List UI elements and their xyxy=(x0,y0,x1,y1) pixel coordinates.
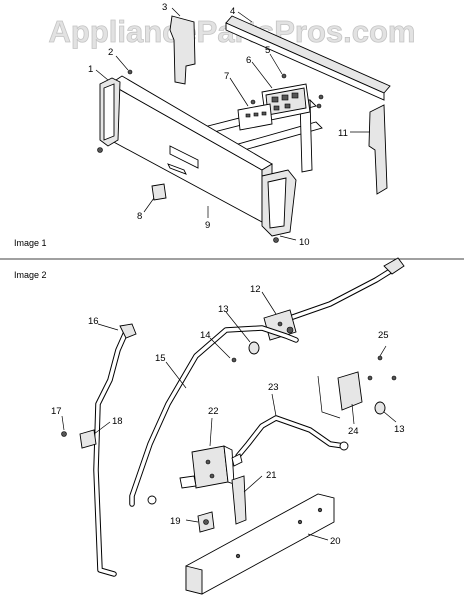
part-lower-rail xyxy=(185,493,335,595)
part-main-gas-tube xyxy=(287,257,405,321)
part-electronic-control xyxy=(261,83,311,122)
part-valve-22 xyxy=(179,445,243,489)
callout-4: 4 xyxy=(230,6,235,17)
leaders-image-2 xyxy=(61,291,397,541)
part-fitting-13-upper xyxy=(231,341,260,363)
callout-8: 8 xyxy=(137,211,142,222)
callout-21: 21 xyxy=(266,470,277,481)
part-valve-19 xyxy=(197,511,215,533)
leaders-image-1 xyxy=(95,7,370,241)
callout-18: 18 xyxy=(112,416,123,427)
part-end-cap-left xyxy=(97,77,121,153)
part-top-trim xyxy=(225,15,391,101)
callout-16: 16 xyxy=(88,316,99,327)
callout-5: 5 xyxy=(265,45,270,56)
part-clip-18 xyxy=(79,429,97,449)
part-overlay-plate xyxy=(237,103,273,131)
callout-13: 13 xyxy=(218,304,229,315)
callout-17: 17 xyxy=(51,406,62,417)
callout-20: 20 xyxy=(330,536,341,547)
part-tube-16 xyxy=(93,323,137,577)
callout-1: 1 xyxy=(88,64,93,75)
part-bracket-24 xyxy=(317,355,397,419)
callout-23: 23 xyxy=(268,382,279,393)
screws-image-1 xyxy=(127,69,324,109)
panel-label-image-2: Image 2 xyxy=(14,270,47,280)
callout-7: 7 xyxy=(224,71,229,82)
callout-19: 19 xyxy=(170,516,181,527)
part-knob-clip xyxy=(151,183,167,201)
callout-12: 12 xyxy=(250,284,261,295)
callout-14: 14 xyxy=(200,330,211,341)
callout-13-right: 13 xyxy=(394,424,405,435)
callout-9: 9 xyxy=(205,220,210,231)
panel-image-1: 1 2 3 4 5 6 7 8 9 10 11 Image 1 xyxy=(14,2,391,248)
panel-label-image-1: Image 1 xyxy=(14,238,47,248)
part-end-cap-right xyxy=(261,169,297,243)
callout-25: 25 xyxy=(378,330,389,341)
callout-3: 3 xyxy=(162,2,167,13)
panel-image-2: Image 2 xyxy=(14,257,405,595)
callout-6: 6 xyxy=(246,55,251,66)
part-tube-23 xyxy=(235,415,349,459)
part-upper-bracket-left xyxy=(169,15,196,85)
callout-10: 10 xyxy=(299,237,310,248)
callout-2: 2 xyxy=(108,47,113,58)
part-bracket-21 xyxy=(231,475,247,525)
part-tube-15 xyxy=(129,325,299,507)
callout-15: 15 xyxy=(155,353,166,364)
part-screw-17 xyxy=(61,431,67,437)
callout-22: 22 xyxy=(208,406,219,417)
part-side-bracket-right xyxy=(368,104,388,195)
callout-11: 11 xyxy=(338,128,348,139)
callout-24: 24 xyxy=(348,426,359,437)
